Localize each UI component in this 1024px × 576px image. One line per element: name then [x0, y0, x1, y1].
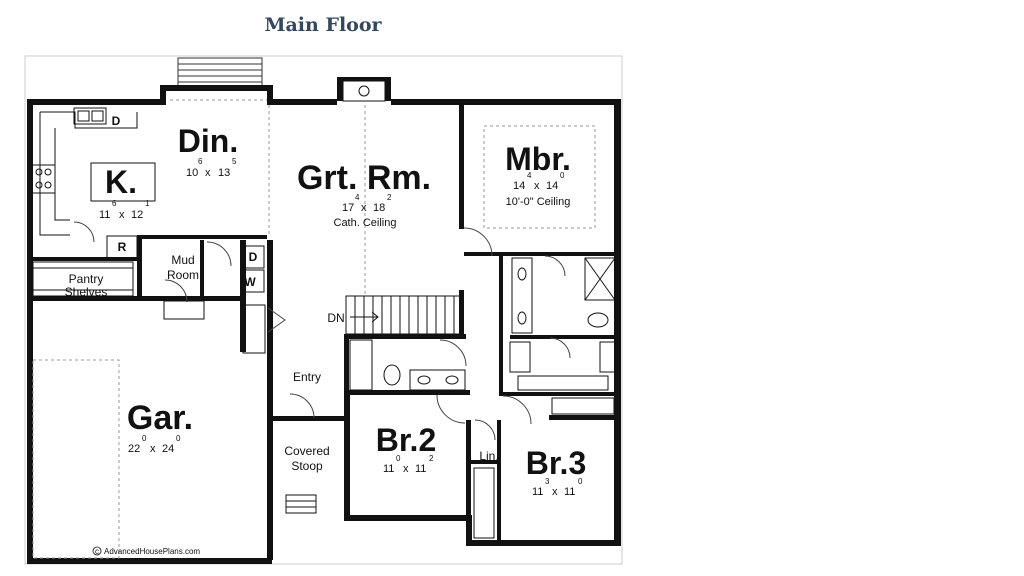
mbr-depth: 14 — [546, 180, 558, 192]
label-pantry: Pantry — [69, 272, 104, 286]
din-depth: 13 — [218, 167, 230, 179]
br2-depth: 11 — [415, 463, 426, 475]
room-name-gar: Gar. — [127, 399, 193, 437]
kitchen-depth-in: 1 — [145, 199, 150, 208]
mbr-width-in: 4 — [527, 171, 532, 180]
copyright-icon — [92, 546, 102, 556]
label-dryer: D — [249, 250, 258, 264]
grt-depth: 18 — [373, 202, 385, 214]
din-x: x — [205, 167, 211, 179]
closets — [242, 304, 616, 539]
grt-width: 17 — [342, 202, 354, 214]
grt-note: Cath. Ceiling — [334, 217, 397, 229]
room-name-br2: Br.2 — [376, 422, 436, 458]
label-stoop: Stoop — [291, 459, 323, 473]
br2-x: x — [403, 463, 409, 475]
room-name-kitchen: K. — [105, 164, 137, 200]
grt-depth-in: 2 — [387, 193, 392, 202]
label-dn: DN — [327, 311, 344, 325]
kitchen-x: x — [119, 209, 125, 221]
br2-width: 11 — [383, 463, 394, 475]
label-covered: Covered — [284, 444, 329, 458]
kitchen-counters — [31, 107, 156, 259]
br2-width-in: 0 — [396, 454, 401, 463]
gar-depth-in: 0 — [176, 434, 181, 443]
label-entry: Entry — [293, 370, 321, 384]
br3-x: x — [552, 486, 558, 498]
svg-text:c: c — [95, 547, 99, 556]
room-name-grt: Grt. Rm. — [297, 159, 431, 197]
din-width-in: 6 — [198, 157, 203, 166]
dashed-guides — [32, 99, 596, 559]
label-shelves: Shelves — [65, 285, 108, 299]
din-width: 10 — [186, 167, 198, 179]
mbr-x: x — [534, 180, 540, 192]
gar-depth: 24 — [162, 443, 174, 455]
label-washer: W — [244, 275, 256, 289]
gar-width-in: 0 — [142, 434, 147, 443]
mbr-depth-in: 0 — [560, 171, 565, 180]
rear-steps — [177, 57, 263, 87]
watermark-text: AdvancedHousePlans.com — [104, 547, 200, 556]
room-name-br3: Br.3 — [526, 445, 586, 481]
pantry — [32, 261, 134, 297]
kitchen-depth: 12 — [131, 209, 143, 221]
fireplace — [337, 77, 391, 102]
kitchen-width-in: 6 — [112, 199, 117, 208]
br3-depth: 11 — [564, 486, 575, 498]
room-name-mbr: Mbr. — [505, 141, 571, 177]
grt-width-in: 4 — [355, 193, 360, 202]
br3-width: 11 — [532, 486, 543, 498]
label-dishwasher: D — [112, 114, 121, 128]
master-bath-fixtures — [511, 257, 616, 334]
stairs — [345, 295, 462, 335]
label-refrigerator: R — [118, 240, 127, 254]
br2-depth-in: 2 — [429, 454, 434, 463]
front-steps — [163, 300, 317, 514]
gar-width: 22 — [128, 443, 140, 455]
grt-x: x — [361, 202, 367, 214]
hall-bath-fixtures — [349, 339, 466, 391]
plan-border — [24, 55, 623, 565]
label-room: Room — [167, 268, 199, 282]
doors — [73, 221, 571, 441]
laundry — [241, 245, 265, 293]
exterior-walls — [27, 85, 621, 564]
gar-x: x — [150, 443, 156, 455]
label-mud: Mud — [171, 253, 194, 267]
watermark: c AdvancedHousePlans.com — [92, 546, 200, 556]
br3-depth-in: 0 — [578, 477, 583, 486]
label-lin: Lin. — [479, 449, 498, 463]
interior-walls — [27, 99, 619, 560]
mbr-note: 10'-0" Ceiling — [506, 196, 571, 208]
br3-width-in: 3 — [545, 477, 550, 486]
plan-title: Main Floor — [264, 14, 382, 36]
room-name-din: Din. — [178, 123, 238, 159]
kitchen-width: 11 — [99, 209, 110, 221]
din-depth-in: 5 — [232, 157, 237, 166]
mbr-width: 14 — [513, 180, 525, 192]
